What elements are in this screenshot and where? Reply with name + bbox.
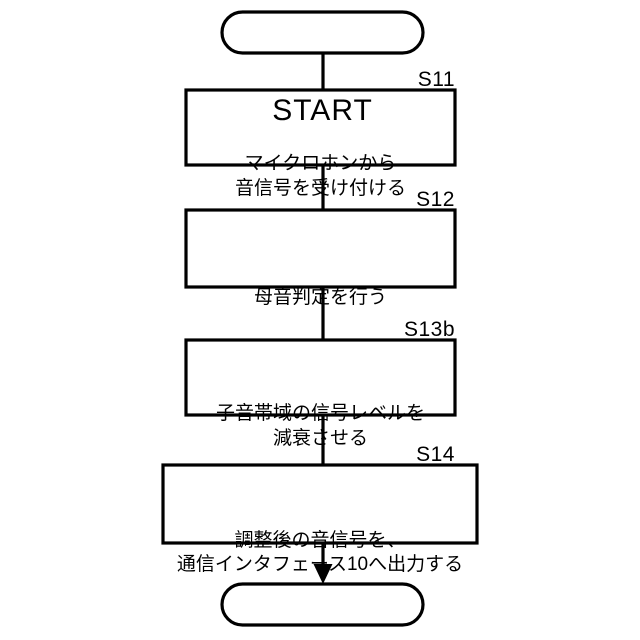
process-text-s14-line2: 通信インタフェース10へ出力する	[176, 554, 464, 576]
process-text-s13b-lines: 子音帯域の信号レベルを減衰させる	[216, 402, 425, 451]
process-box-s13b	[184, 338, 457, 417]
process-text-s13b-line2: 減衰させる	[272, 427, 368, 449]
terminal-start-label: START	[272, 94, 373, 127]
process-text-s11-lines: マイクロホンから音信号を受け付ける	[235, 152, 406, 201]
process-box-s11	[184, 88, 457, 167]
terminal-end: END	[222, 584, 423, 625]
step-label-s14: S14	[416, 443, 455, 466]
process-text-s13b-line1: 子音帯域の信号レベルを	[215, 403, 425, 425]
arrowhead-into-end	[313, 564, 333, 584]
process-text-s11: マイクロホンから音信号を受け付ける	[186, 90, 455, 199]
process-text-s12: 母音判定を行う	[186, 210, 455, 308]
process-box-s12	[184, 208, 457, 289]
terminal-start: START	[222, 12, 423, 127]
process-text-s14-lines: 調整後の音信号を、通信インタフェース10へ出力する	[177, 529, 463, 578]
terminal-start-shape	[220, 10, 425, 55]
process-text-s14: 調整後の音信号を、通信インタフェース10へ出力する	[163, 465, 477, 576]
step-label-s11: S11	[417, 68, 455, 91]
process-box-s14	[161, 463, 479, 545]
process-text-s12-lines: 母音判定を行う	[254, 286, 387, 311]
terminal-end-shape	[220, 582, 425, 627]
process-text-s11-line1: マイクロホンから	[244, 153, 397, 175]
process-text-s11-line2: 音信号を受け付ける	[234, 177, 406, 199]
step-label-s12: S12	[416, 188, 455, 211]
process-text-s12-line1: 母音判定を行う	[253, 286, 387, 308]
process-text-s13b: 子音帯域の信号レベルを減衰させる	[186, 340, 455, 449]
step-label-s13b: S13b	[403, 318, 455, 341]
process-text-s14-line1: 調整後の音信号を、	[234, 529, 406, 551]
